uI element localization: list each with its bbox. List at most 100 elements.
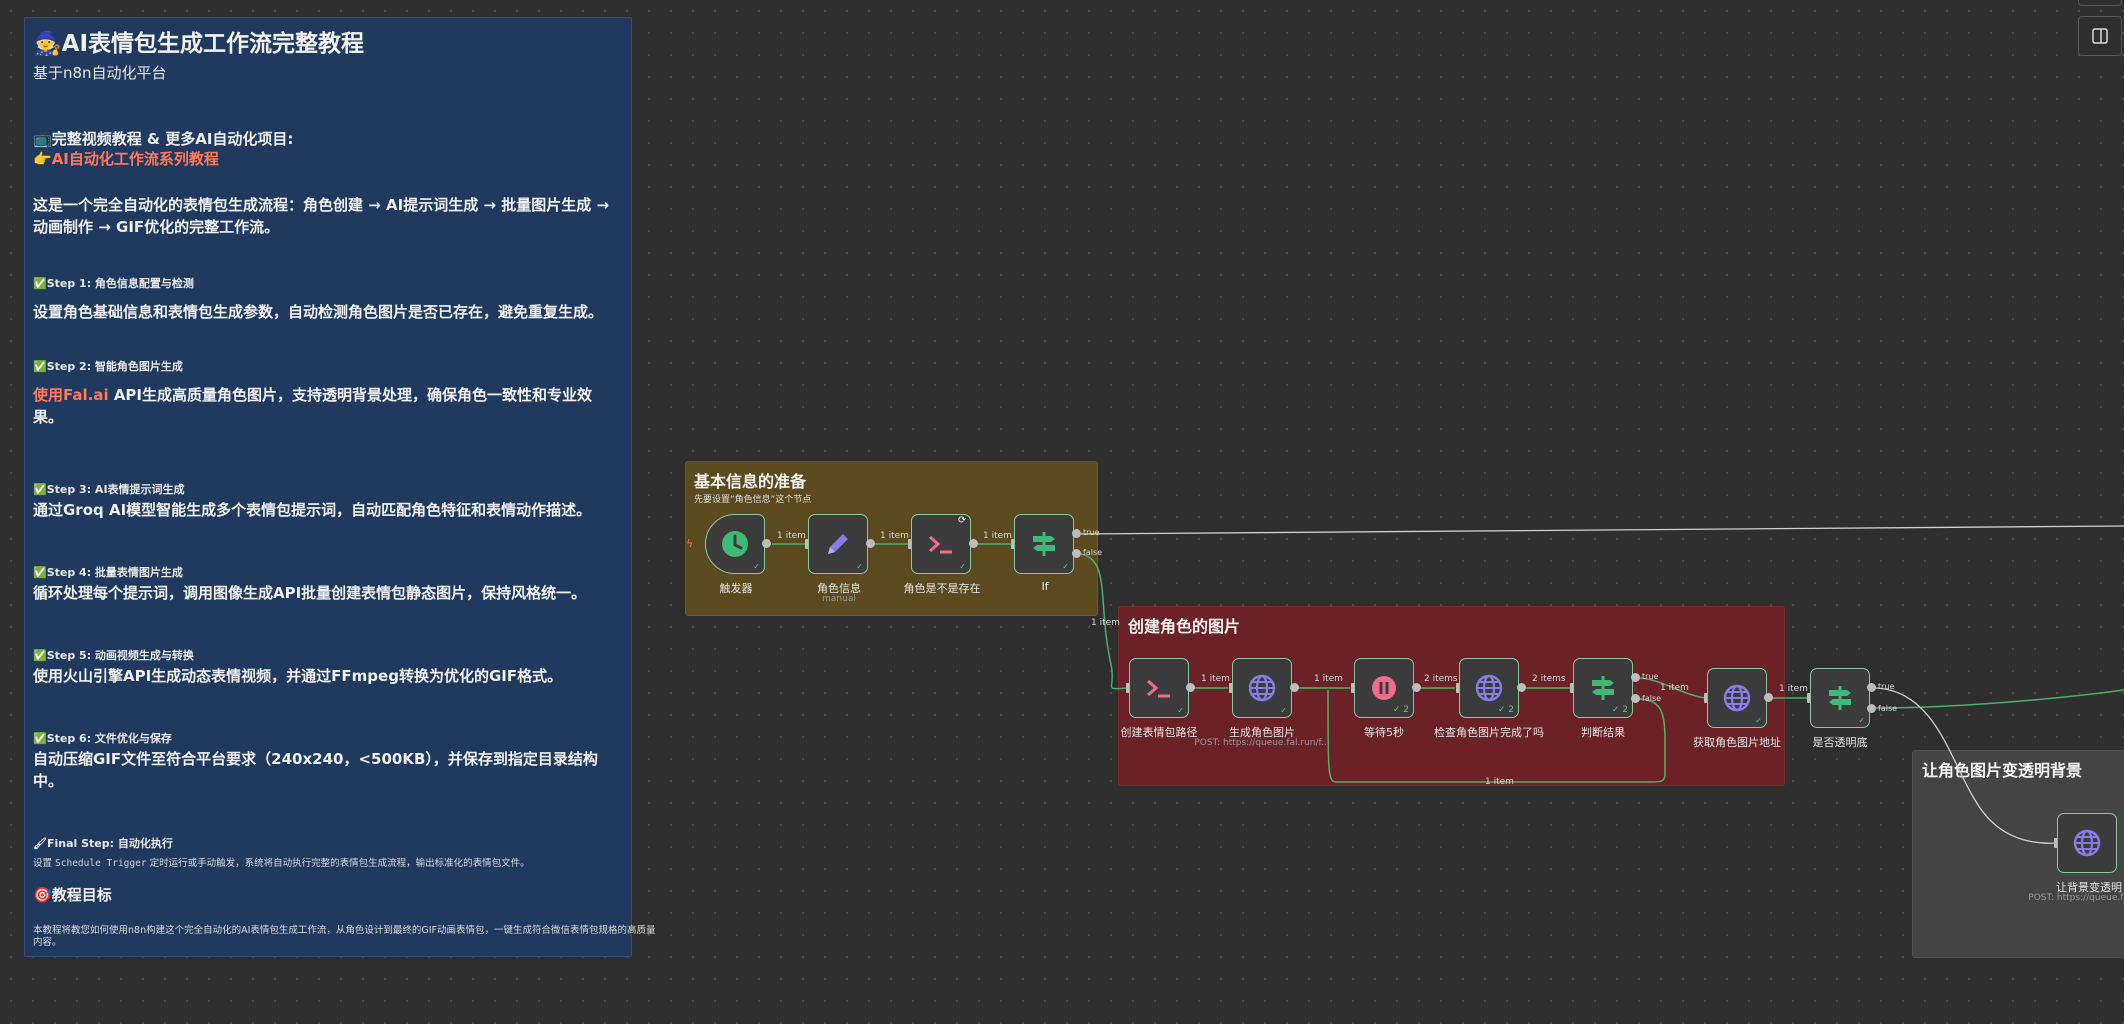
node-role-exists[interactable]: ✓ [911,514,971,574]
output-port[interactable] [969,539,978,548]
group-subtitle: 先要设置“角色信息”这个节点 [694,495,812,505]
input-port[interactable] [1807,693,1811,703]
if-icon [1592,676,1614,700]
input-port[interactable] [1011,539,1015,549]
video-link[interactable]: 👉AI自动化工作流系列教程 [33,150,219,168]
goal-heading: 🎯教程目标 [33,886,112,904]
input-port[interactable] [1126,683,1130,693]
step2-desc-line2: 果。 [33,408,64,426]
node-is-transparent[interactable]: ✓ [1810,668,1870,728]
node-label: If [1041,580,1049,593]
step2-title: ✅Step 2: 智能角色图片生成 [33,360,183,373]
fal-ai-link[interactable]: 使用Fal.ai [33,386,109,404]
node-create-path[interactable]: ✓ [1129,658,1189,718]
step1-title: ✅Step 1: 角色信息配置与检测 [33,277,194,290]
edge-label: 1 item [983,531,1012,541]
output-port-false[interactable] [1631,694,1640,703]
edge-label-false: false [1642,694,1662,703]
input-port[interactable] [1351,683,1355,693]
final-step-desc: 设置 Schedule Trigger 定时运行或手动触发，系统将自动执行完整的… [33,858,530,869]
step6-desc: 自动压缩GIF文件至符合平台要求（240x240，<500KB），并保存到指定目… [33,750,598,768]
edge-if-false [1080,553,1129,690]
success-check-icon: ✓ [1755,716,1762,725]
output-port[interactable] [1412,683,1421,692]
schedule-icon [722,531,748,557]
output-port[interactable] [1290,683,1299,692]
node-judge[interactable]: ✓ 2 [1573,658,1633,718]
step6-desc-line2: 中。 [33,772,64,790]
node-check-done[interactable]: ✓ 2 [1459,658,1519,718]
output-port-true[interactable] [1072,529,1081,538]
output-port[interactable] [1517,683,1526,692]
node-label: 让背景变透明 [2056,881,2122,894]
doc-title: 🧙AI表情包生成工作流完整教程 [33,31,364,57]
sidebar-toggle-button[interactable] [2078,16,2122,56]
node-gen-role-image[interactable]: ✓ [1232,658,1292,718]
if-icon [1829,686,1851,710]
output-port[interactable] [1764,693,1773,702]
checkmark-icon: ✅ [33,483,47,496]
input-port[interactable] [908,539,912,549]
globe-icon [1475,674,1503,702]
output-port[interactable] [1186,683,1195,692]
edge-label-false: false [1878,704,1898,713]
node-label: 角色信息 [817,582,861,595]
node-label: 创建表情包路径 [1120,726,1198,739]
success-check-icon: ✓ [753,562,760,571]
input-port[interactable] [2054,838,2058,848]
input-port[interactable] [1229,683,1233,693]
output-port-true[interactable] [1867,683,1876,692]
wizard-icon: 🧙 [33,31,62,57]
node-role-info[interactable]: ✓ [808,514,868,574]
intro-text-line2: 动画制作 → GIF优化的完整工作流。 [33,218,280,236]
output-port-false[interactable] [1072,549,1081,558]
success-check-icon: ✓ [1280,706,1287,715]
edge-label: 1 item [777,531,806,541]
input-port[interactable] [1704,693,1708,703]
sidebar-toggle-icon [2092,28,2108,44]
input-port[interactable] [1456,683,1460,693]
tutorial-sticky-note[interactable]: 🧙AI表情包生成工作流完整教程 基于n8n自动化平台 📺完整视频教程 & 更多A… [24,17,656,957]
node-wait-5s[interactable]: ✓ 2 [1354,658,1414,718]
output-port[interactable] [762,539,771,548]
edge-label: 2 items [1532,674,1566,684]
success-check-icon: ✓ [1177,706,1184,715]
pointing-hand-icon: 👉 [33,150,52,168]
edge-label: 1 item [1660,683,1689,693]
intro-text-line1: 这是一个完全自动化的表情包生成流程：角色创建 → AI提示词生成 → 批量图片生… [33,196,610,214]
edge-false-right [1874,689,2124,709]
node-trigger[interactable]: ✓ [705,514,765,574]
node-subtitle: POST: https://queue.fal.run/f... [1194,738,1330,748]
checkmark-icon: ✅ [33,566,47,579]
edge-label-true: true [1642,672,1659,681]
input-port[interactable] [805,539,809,549]
pause-icon [1372,676,1396,700]
terminal-icon [929,535,952,554]
step6-title: ✅Step 6: 文件优化与保存 [33,732,172,745]
top-right-button[interactable] [2078,0,2122,6]
node-get-role-url[interactable]: ✓ [1707,668,1767,728]
step1-desc: 设置角色基础信息和表情包生成参数，自动检测角色图片是否已存在，避免重复生成。 [33,303,604,321]
node-if[interactable]: ✓ [1014,514,1074,574]
output-port-false[interactable] [1867,704,1876,713]
if-icon [1033,532,1055,556]
output-port-true[interactable] [1631,673,1640,682]
node-label: 获取角色图片地址 [1693,736,1781,749]
final-step-title: 🖌Final Step: 自动化执行 [33,837,173,850]
edge-label: 1 item [1314,674,1343,684]
edge-label: 1 item [1201,674,1230,684]
edge-label-false: false [1083,548,1103,557]
node-label: 角色是不是存在 [903,582,981,595]
node-make-transparent[interactable] [2057,813,2117,873]
step4-desc: 循环处理每个提示词，调用图像生成API批量创建表情包静态图片，保持风格统一。 [33,584,587,602]
rerun-icon[interactable]: ⟳ [958,515,967,526]
edge-label-true: true [1878,682,1895,691]
input-port[interactable] [1570,683,1574,693]
edge-loop-back [1327,690,1666,783]
output-port[interactable] [866,539,875,548]
node-label: 检查角色图片完成了吗 [1434,726,1544,739]
group-create-role-image[interactable]: 创建角色的图片 [1118,606,1785,786]
success-check-icon: ✓ [856,562,863,571]
edge-label: 1 item [1091,618,1120,628]
